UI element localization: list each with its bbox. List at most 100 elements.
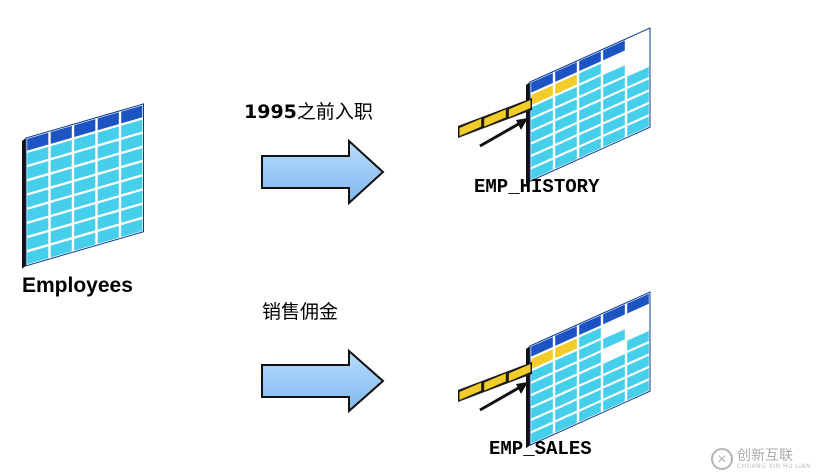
table-face [529, 291, 651, 446]
table-cell [531, 122, 553, 143]
table-cell [27, 146, 49, 165]
table-cell [97, 140, 119, 159]
table-cell [603, 77, 625, 98]
table-cell [579, 138, 601, 158]
table-cell [627, 116, 649, 137]
table-cell [531, 386, 553, 407]
emp-sales-label: EMP_SALES [489, 438, 592, 460]
table-cell [579, 389, 601, 410]
table-cell [555, 124, 577, 144]
table-cell [531, 349, 553, 370]
table-header-cell [579, 315, 601, 336]
table-cell [627, 66, 649, 87]
table-header-cell [603, 304, 625, 325]
table-cell [74, 204, 96, 223]
table-cell [627, 330, 649, 351]
inserted-row-cell [508, 364, 531, 382]
table-cell [121, 219, 143, 237]
insert-pointer-line [479, 120, 523, 148]
table-cell [555, 74, 577, 95]
table-cell [627, 104, 649, 124]
insert-pointer-head [516, 382, 528, 394]
emp-history-table-icon [458, 27, 651, 185]
table-cell [97, 211, 119, 230]
table-cell [555, 111, 577, 132]
table-cell [603, 52, 625, 73]
table-cell [555, 338, 577, 359]
table-cell [603, 102, 625, 123]
table-cell [579, 100, 601, 121]
table-header-cell [579, 51, 601, 72]
table-header-cell [627, 293, 649, 314]
condition-text: 之前入职 [296, 101, 373, 123]
table-header-cell [531, 336, 553, 357]
table-cell [74, 232, 96, 251]
arrow-to-emp-sales [261, 348, 385, 414]
table-cell [579, 402, 601, 422]
table-cell [579, 352, 601, 373]
table-header-cell [50, 125, 72, 144]
table-cell [531, 97, 553, 118]
table-cell [531, 159, 553, 180]
table-cell [50, 182, 72, 201]
condition-hired-before-1995: 1995之前入职 [244, 97, 373, 124]
table-cell [121, 148, 143, 166]
watermark-subtext: CHUANG XIN HU LIAN [736, 462, 811, 470]
table-cell [97, 169, 119, 188]
table-cell [627, 318, 649, 339]
table-cell [531, 147, 553, 168]
table-cell [627, 79, 649, 100]
table-cell [531, 85, 553, 106]
table-cell [74, 218, 96, 237]
table-cell [579, 113, 601, 134]
table-cell [579, 63, 601, 84]
table-cell [97, 183, 119, 202]
table-cell [555, 388, 577, 408]
insert-pointer-line [479, 384, 523, 412]
inserted-row-cell [459, 118, 482, 136]
table-cell [50, 225, 72, 244]
table-cell [555, 136, 577, 157]
table-cell [555, 375, 577, 396]
table-cell [27, 246, 49, 265]
table-cell [531, 374, 553, 394]
table-cell [603, 329, 625, 350]
table-header-cell [627, 29, 649, 50]
table-cell [97, 225, 119, 244]
arrow-to-emp-history [261, 138, 385, 206]
employees-label: Employees [22, 274, 133, 297]
table-cell [579, 340, 601, 360]
insert-pointer-head [516, 118, 528, 130]
watermark-text-block: 创新互联 CHUANG XIN HU LIAN [737, 449, 811, 470]
table-cell [27, 232, 49, 251]
table-cell [627, 91, 649, 112]
table-cell [27, 203, 49, 222]
table-cell [603, 316, 625, 337]
table-cell [627, 42, 649, 62]
table-cell [603, 65, 625, 86]
table-cell [121, 162, 143, 181]
table-side-edge [526, 346, 530, 449]
table-cell [579, 76, 601, 96]
table-cell [121, 204, 143, 223]
table-cell [555, 148, 577, 169]
table-cell [97, 126, 119, 145]
table-header-cell [603, 40, 625, 61]
emp-history-label: EMP_HISTORY [474, 176, 600, 198]
table-side-edge [526, 82, 530, 185]
table-cell [555, 350, 577, 371]
table-cell [603, 341, 625, 362]
table-cell [531, 361, 553, 382]
table-cell [579, 327, 601, 348]
inserted-row-cell [459, 382, 482, 400]
table-cell [555, 99, 577, 120]
table-cell [603, 354, 625, 374]
table-cell [579, 88, 601, 109]
table-header-cell [555, 326, 577, 346]
table-cell [531, 423, 553, 444]
employees-table-icon [22, 103, 144, 269]
table-cell [74, 161, 96, 180]
table-header-cell [555, 62, 577, 82]
table-header-cell [74, 119, 96, 138]
